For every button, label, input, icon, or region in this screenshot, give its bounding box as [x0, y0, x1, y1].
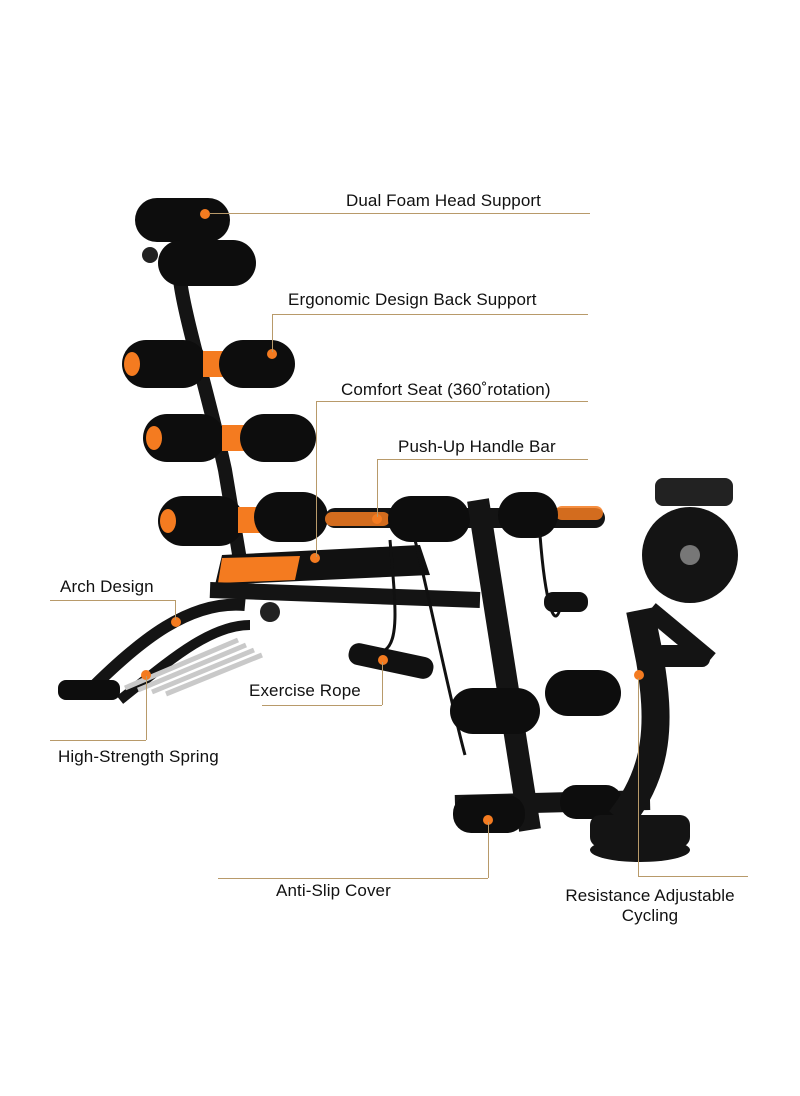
anti-slip-label: Anti-Slip Cover: [276, 881, 391, 900]
anti-slip-dot: [483, 815, 493, 825]
head-support-dot: [200, 209, 210, 219]
cycling-post: [608, 607, 670, 829]
main-frame: [209, 582, 481, 608]
comfort-seat-label: Comfort Seat (360˚rotation): [341, 380, 551, 399]
spring-label: High-Strength Spring: [58, 747, 219, 766]
arch-leader-v: [175, 600, 176, 620]
base-foot-left: [453, 795, 525, 833]
seat-leader-v: [316, 401, 317, 557]
rope-handle-right: [544, 592, 588, 612]
leg-pad-left: [450, 688, 540, 734]
cycling-label: Resistance Adjustable Cycling: [548, 886, 752, 926]
rope-leader-v: [382, 662, 383, 705]
rope-handle-left: [348, 643, 434, 679]
back-pad-row-1: [122, 340, 295, 388]
pushup-bar-label: Push-Up Handle Bar: [398, 437, 556, 456]
pedal: [655, 478, 733, 506]
leg-pad-right: [545, 670, 621, 716]
arch-leader-h: [50, 600, 175, 601]
spring-leader-h: [50, 740, 146, 741]
arch-frame: [85, 598, 246, 695]
exercise-rope-label: Exercise Rope: [249, 681, 361, 700]
anti-slip-leader-v: [488, 822, 489, 878]
pushup-leader-h: [377, 459, 588, 460]
head-pad-top: [135, 198, 230, 242]
cycling-label-line2: Cycling: [621, 906, 679, 925]
pushup-dot: [372, 514, 382, 524]
back-support-label: Ergonomic Design Back Support: [288, 290, 537, 309]
head-support-label: Dual Foam Head Support: [346, 191, 541, 210]
back-pad-row-2: [143, 414, 316, 462]
spring-dot: [141, 670, 151, 680]
upright-column: [467, 498, 541, 832]
anti-slip-leader-h: [218, 878, 488, 879]
springs: [124, 637, 263, 697]
spring-leader-v: [146, 676, 147, 740]
cycling-dot: [634, 670, 644, 680]
seat-dot: [310, 553, 320, 563]
rope-leader-h: [262, 705, 382, 706]
back-support-dot: [267, 349, 277, 359]
head-support-leader: [210, 213, 590, 214]
cycling-leader-v: [638, 678, 639, 876]
rope-dot: [378, 655, 388, 665]
back-support-leader-h: [272, 314, 588, 315]
cycling-label-line1: Resistance Adjustable: [565, 886, 735, 905]
arch-dot: [171, 617, 181, 627]
head-pad-bottom: [158, 240, 256, 286]
cycling-leader-h: [638, 876, 748, 877]
arch-design-label: Arch Design: [60, 577, 154, 596]
back-pad-row-3: [158, 492, 328, 546]
seat-leader-h: [316, 401, 588, 402]
pushup-leader-v: [377, 459, 378, 517]
back-support-leader-v: [272, 314, 273, 352]
